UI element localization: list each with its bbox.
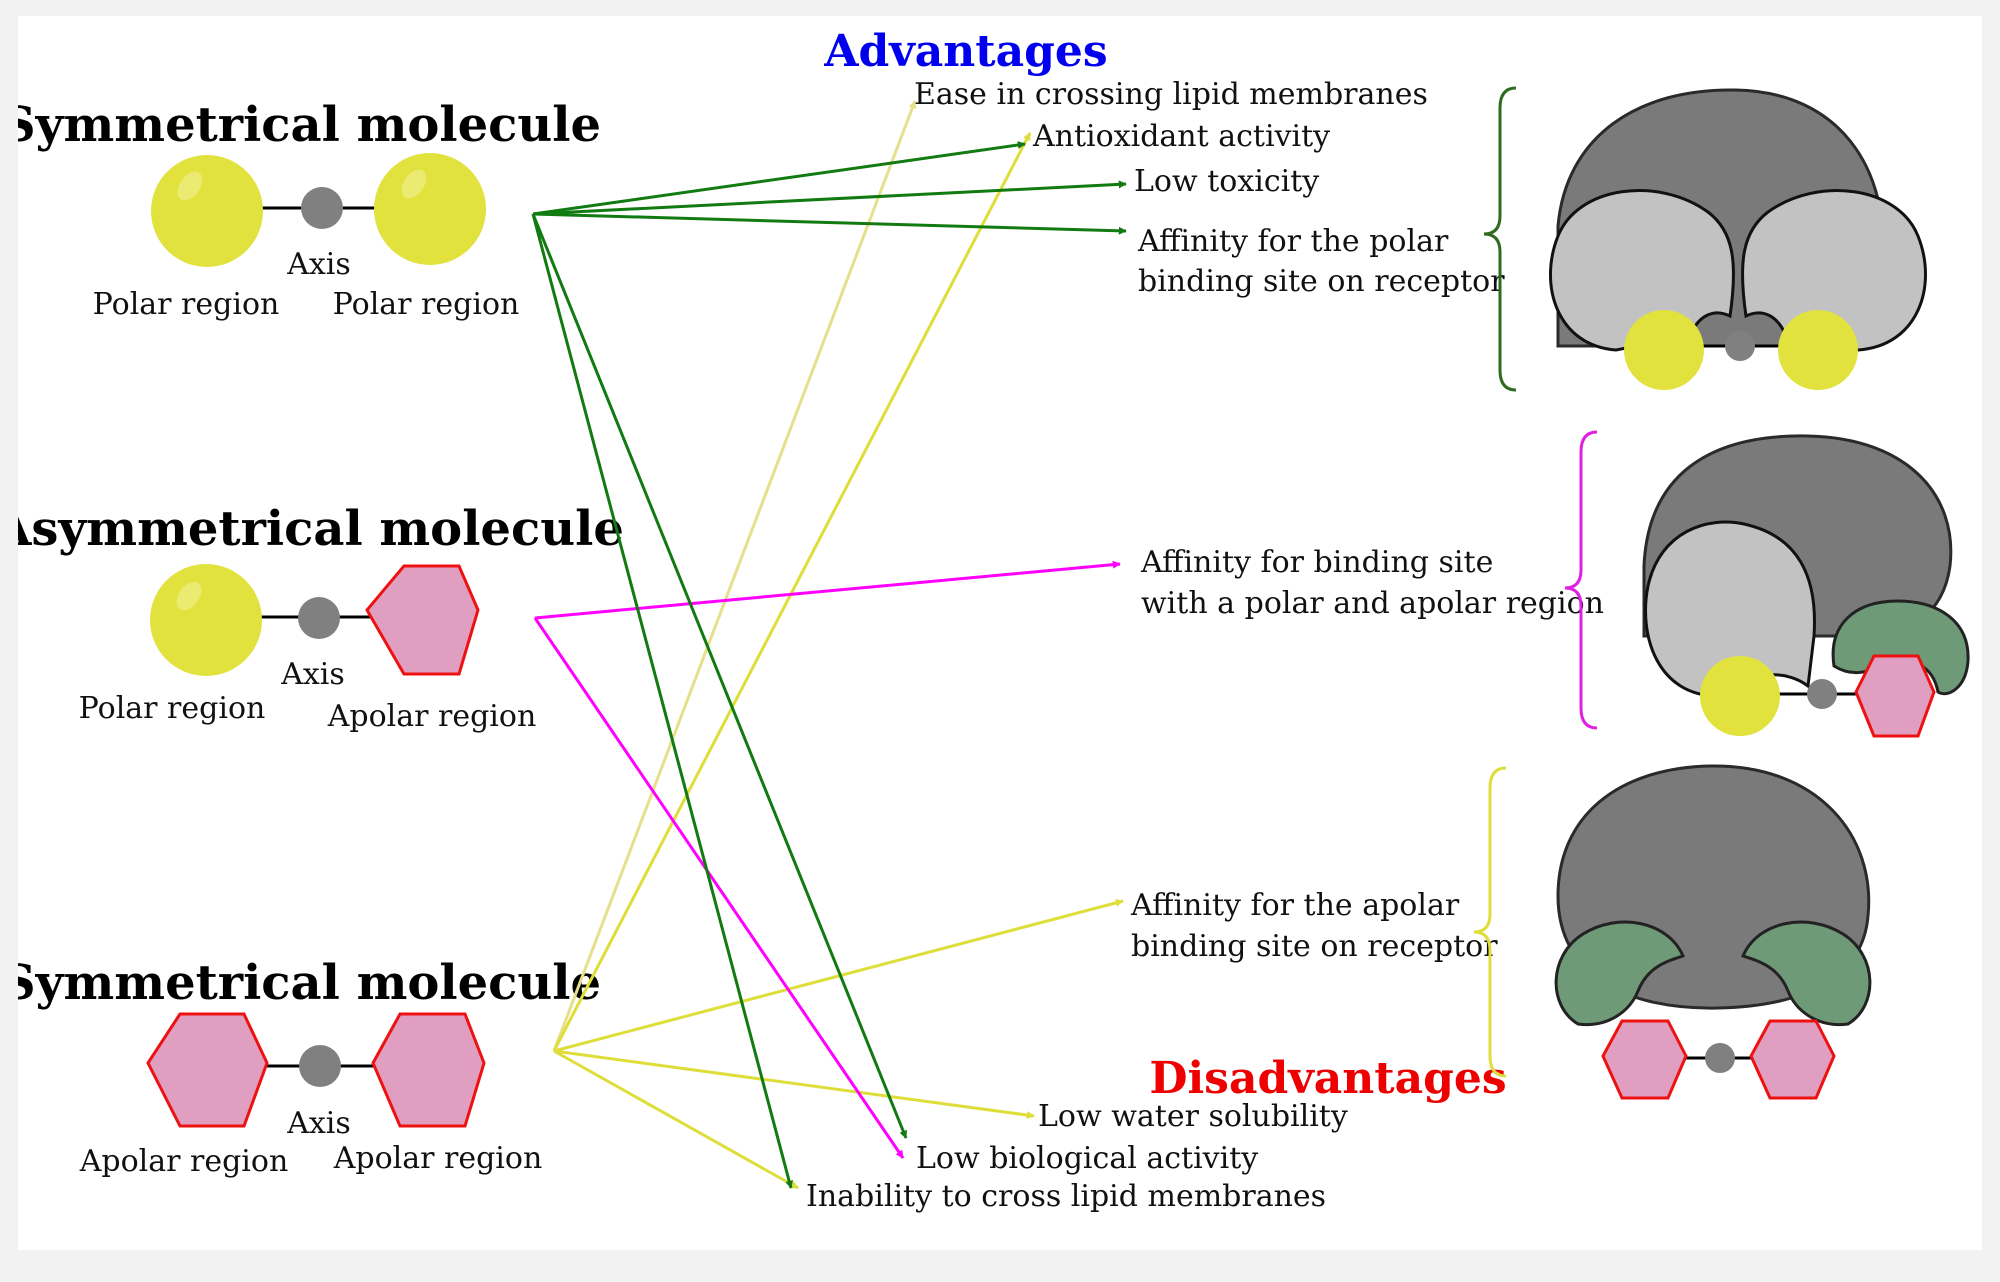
arrow-apolar-to-lipid-crossing (552, 100, 917, 1052)
axis-dot (301, 187, 343, 229)
advantage-item: Low toxicity (1134, 164, 1319, 199)
molecule-symmetrical-polar: Symmetrical molecule Axis Polar region P… (18, 97, 601, 322)
advantage-list: Ease in crossing lipid membranes Antioxi… (914, 77, 1604, 964)
polar-region-sphere (150, 564, 262, 676)
bound-apolar-hexagon (1601, 1019, 1688, 1100)
right-region-label: Polar region (333, 287, 520, 322)
receptor-apolar-binding (1554, 764, 1872, 1100)
arrow-apolar-to-inability-cross (553, 1049, 799, 1190)
right-region-label: Apolar region (333, 1141, 543, 1176)
right-region-label: Apolar region (327, 699, 537, 734)
disadvantage-list: Low water solubility Low biological acti… (806, 1099, 1348, 1214)
axis-label: Axis (286, 247, 351, 282)
axis-dot (299, 1045, 341, 1087)
arrow-apolar-to-water-solubility (553, 1049, 1035, 1119)
molecule-symmetrical-apolar: Symmetrical molecule Axis Apolar region … (18, 955, 601, 1179)
apolar-region-hexagon (371, 1012, 486, 1128)
arrow-apolar-to-apolar-affinity (553, 898, 1124, 1053)
molecule-asymmetrical: Asymmetrical molecule Axis Polar region … (18, 501, 624, 734)
diagram-canvas: Advantages Disadvantages Symmetrical mol… (18, 16, 1982, 1250)
disadvantages-header: Disadvantages (1149, 1053, 1506, 1104)
receptor-apolar-pocket (1554, 920, 1686, 1027)
advantage-item: Antioxidant activity (1032, 119, 1330, 154)
advantage-item: Affinity for the polar (1137, 224, 1449, 259)
arrow-polar-to-low-activity (531, 213, 908, 1139)
molecule-title: Symmetrical molecule (18, 97, 601, 153)
axis-dot (298, 597, 340, 639)
diagram-svg: Advantages Disadvantages Symmetrical mol… (18, 26, 1970, 1214)
left-region-label: Polar region (79, 691, 266, 726)
advantage-item: with a polar and apolar region (1141, 586, 1604, 621)
disadvantage-item: Low biological activity (916, 1141, 1258, 1176)
brace-apolar-group (1473, 766, 1507, 1078)
disadvantage-item: Inability to cross lipid membranes (806, 1179, 1326, 1214)
left-region-label: Polar region (93, 287, 280, 322)
advantage-item: Ease in crossing lipid membranes (914, 77, 1428, 112)
bound-apolar-hexagon (1749, 1019, 1836, 1100)
advantages-header: Advantages (823, 26, 1107, 77)
advantage-item: Affinity for the apolar (1130, 888, 1460, 923)
axis-label: Axis (280, 657, 345, 692)
receptor-polar-binding (1549, 88, 1927, 390)
sphere-highlight (177, 171, 203, 201)
brace-mixed-group (1564, 430, 1598, 730)
polar-region-sphere (374, 153, 486, 265)
arrow-asym-to-low-activity (533, 617, 905, 1159)
bound-apolar-hexagon (1854, 654, 1936, 738)
sphere-highlight (176, 581, 202, 611)
receptor-mixed-binding (1642, 434, 1970, 738)
receptor-polar-pocket (1644, 520, 1816, 698)
arrow-polar-to-low-toxicity (532, 180, 1127, 216)
bound-axis-dot (1705, 1043, 1735, 1073)
axis-label: Axis (286, 1106, 351, 1141)
molecule-title: Symmetrical molecule (18, 955, 601, 1011)
polar-region-sphere (151, 155, 263, 267)
molecule-title: Asymmetrical molecule (18, 501, 624, 557)
bound-axis-dot (1725, 331, 1755, 361)
arrow-asym-to-mixed-affinity (534, 560, 1121, 620)
arrow-polar-to-inability-cross (531, 213, 794, 1189)
bound-polar-sphere (1624, 310, 1704, 390)
apolar-region-hexagon (365, 564, 480, 676)
receptor-polar-pocket (1549, 188, 1736, 352)
bound-polar-sphere (1700, 656, 1780, 736)
arrow-apolar-to-antioxidant (552, 132, 1032, 1052)
apolar-region-hexagon (146, 1012, 269, 1128)
receptor-apolar-pocket (1740, 920, 1872, 1027)
arrow-polar-to-antioxidant (532, 141, 1026, 216)
advantage-item: Affinity for binding site (1140, 545, 1493, 580)
arrows (531, 100, 1127, 1190)
receptor-polar-pocket (1740, 188, 1927, 352)
sphere-highlight (401, 169, 427, 199)
disadvantage-item: Low water solubility (1038, 1099, 1348, 1134)
bound-axis-dot (1807, 679, 1837, 709)
advantage-item: binding site on receptor (1131, 929, 1498, 964)
left-region-label: Apolar region (79, 1144, 289, 1179)
arrow-polar-to-polar-affinity (532, 212, 1127, 235)
brace-polar-group (1483, 86, 1517, 392)
advantage-item: binding site on receptor (1138, 264, 1505, 299)
bound-polar-sphere (1778, 310, 1858, 390)
